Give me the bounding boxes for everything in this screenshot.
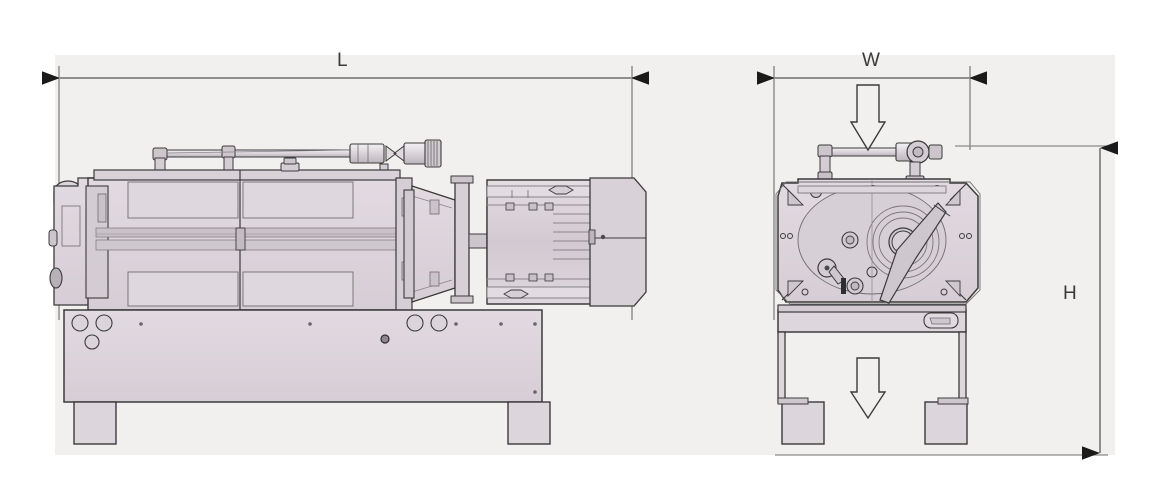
dimension-label-L: L: [337, 50, 349, 71]
dimension-label-W: W: [862, 50, 881, 71]
dimension-label-H: H: [1063, 283, 1078, 304]
pump-housing: [85, 157, 413, 311]
w-pointer-arrow-icon: [849, 84, 887, 152]
end-support-foot-left: [781, 401, 825, 445]
pump-end-plate: [775, 178, 981, 305]
end-support-foot-right: [924, 401, 968, 445]
support-foot-right: [507, 401, 551, 445]
side-base-frame: [63, 309, 551, 445]
inlet-flange: [48, 177, 96, 306]
base-pointer-arrow-icon: [849, 357, 887, 420]
dimension-H: [775, 141, 1118, 460]
motor-terminal-box: [588, 177, 647, 307]
end-base-frame: [777, 304, 969, 445]
side-elevation-view: [48, 139, 647, 445]
gearbox-adapter: [403, 175, 490, 304]
shut-off-valve: [349, 139, 442, 189]
end-elevation-view: [775, 84, 981, 445]
dimension-W: [757, 66, 987, 320]
support-foot-left: [73, 401, 117, 445]
lever-arm: [879, 202, 947, 304]
end-gas-ballast-piping: [817, 140, 943, 185]
electric-motor: [486, 179, 623, 305]
base-plate: [63, 309, 543, 403]
